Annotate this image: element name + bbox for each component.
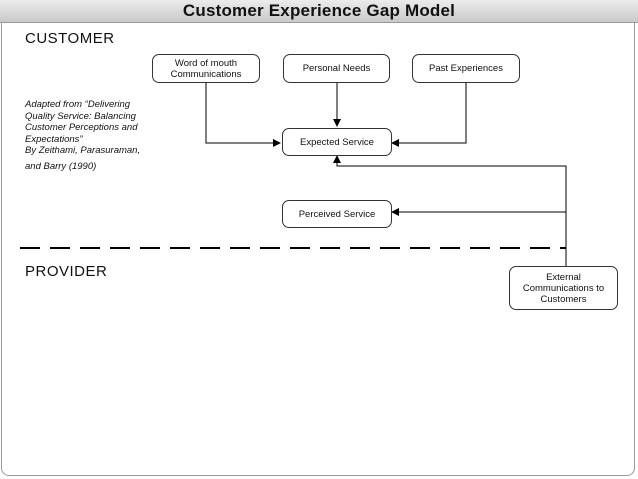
connector-word-of-mouth-to-expected bbox=[205, 82, 281, 147]
node-perceived-service: Perceived Service bbox=[282, 200, 392, 228]
citation: Adapted from “Delivering Quality Service… bbox=[25, 99, 200, 172]
provider-label: PROVIDER bbox=[25, 263, 108, 280]
citation-line: and Barry (1990) bbox=[25, 160, 97, 172]
citation-line: By Zeithami, Parasuraman, bbox=[25, 145, 141, 156]
node-expected-service: Expected Service bbox=[282, 128, 392, 156]
citation-line: Quality Service: Balancing bbox=[25, 110, 136, 122]
citation-line: Expectations” bbox=[25, 133, 83, 145]
citation-line: Adapted from “Delivering bbox=[25, 99, 131, 110]
page-title: Customer Experience Gap Model bbox=[182, 1, 456, 20]
title-bar: Customer Experience Gap Model bbox=[0, 0, 638, 23]
connector-past-experiences-to-expected bbox=[391, 82, 467, 147]
node-past-experiences: Past Experiences bbox=[412, 54, 520, 83]
customer-label: CUSTOMER bbox=[25, 30, 115, 47]
node-external-communications: External Communications to Customers bbox=[509, 266, 618, 310]
citation-line: Customer Perceptions and bbox=[25, 122, 138, 133]
connector-external-to-expected bbox=[333, 155, 567, 266]
node-personal-needs: Personal Needs bbox=[283, 54, 390, 83]
node-word-of-mouth: Word of mouth Communications bbox=[152, 54, 260, 83]
